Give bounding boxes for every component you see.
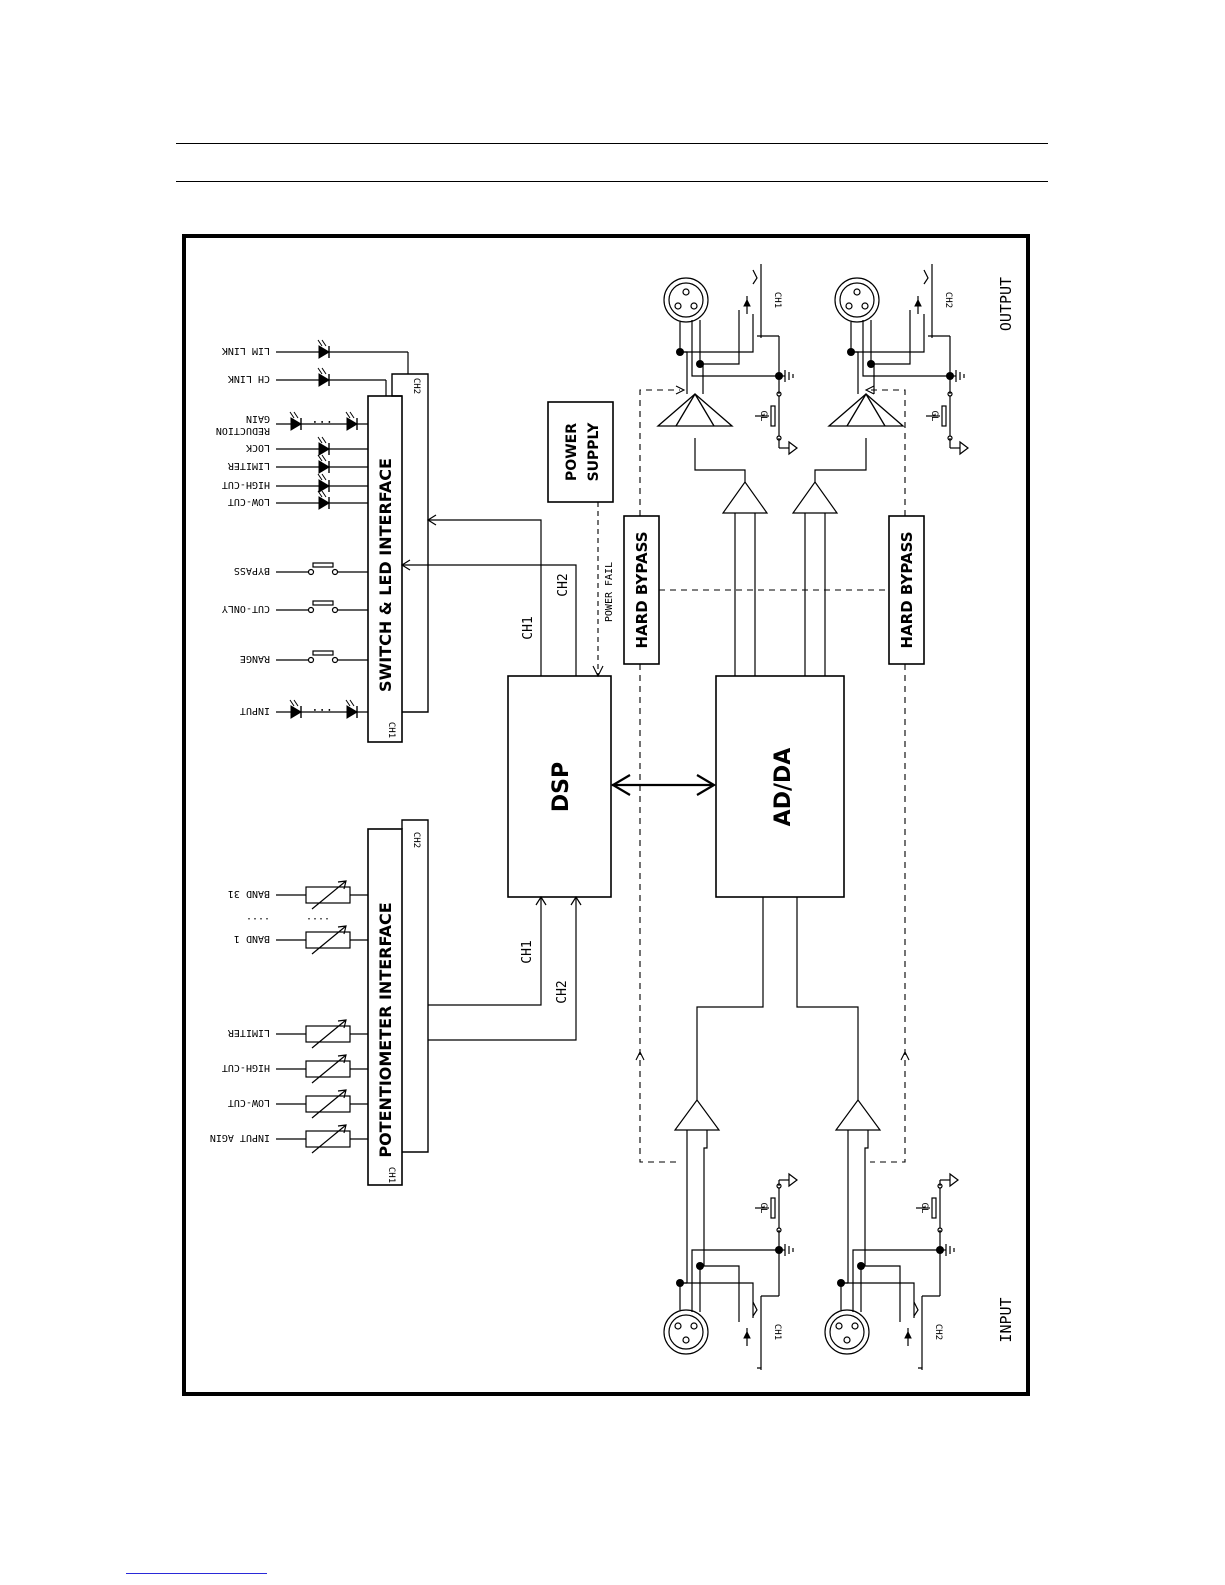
gl-label: GL xyxy=(758,1203,768,1214)
switch-ch2-label: CH2 xyxy=(411,378,421,394)
dsp-label: DSP xyxy=(549,762,574,812)
power-fail-line xyxy=(592,502,604,678)
gl-label: GL xyxy=(929,411,939,422)
potentiometer-label: BAND 31 xyxy=(228,888,270,899)
dsp-bottom-ch1-label: CH1 xyxy=(520,940,535,963)
potentiometer-band-1: BAND 1 xyxy=(234,925,368,955)
led-lock: LOCK xyxy=(246,436,368,456)
led-ellipsis: ... xyxy=(311,418,333,432)
led-label: HIGH-CUT xyxy=(222,479,270,490)
dsp-to-switch-lines xyxy=(400,514,577,676)
header-rule-bottom xyxy=(176,181,1048,182)
led-limiter: LIMITER xyxy=(227,454,368,474)
connector-ch-label: CH1 xyxy=(772,1324,782,1340)
potentiometer-label: INPUT AGIN xyxy=(210,1132,270,1143)
led-label: REDUCTION xyxy=(216,425,270,436)
power-fail-label: POWER FAIL xyxy=(604,562,615,622)
switch-label: RANGE xyxy=(240,653,270,664)
pot-ch2-label: CH2 xyxy=(411,832,421,848)
pot-ch1-label: CH1 xyxy=(386,1167,396,1183)
led-ellipsis: ... xyxy=(311,706,333,720)
dsp-top-ch2-label: CH2 xyxy=(556,573,571,596)
potentiometer-label: BAND 1 xyxy=(234,933,270,944)
connector-ch-label: CH2 xyxy=(933,1324,943,1340)
bypass-dashed-lines xyxy=(639,389,906,1163)
potentiometer-band-31: BAND 31 xyxy=(228,880,368,910)
adda-output-lines xyxy=(694,438,867,676)
potentiometer-limiter: LIMITER xyxy=(227,1019,368,1049)
potentiometer-label: LIMITER xyxy=(227,1027,270,1038)
hard-bypass-1: HARD BYPASS xyxy=(623,515,660,665)
adda-block: AD/DA xyxy=(715,675,845,898)
potentiometer-interface-label: POTENTIOMETER INTERFACE xyxy=(376,902,395,1157)
switch-bypass: BYPASS xyxy=(234,562,368,576)
led-label: INPUT xyxy=(240,705,270,716)
switch-led-interface: SWITCH & LED INTERFACE CH1 CH2 xyxy=(367,373,429,743)
switch-ch1-label: CH1 xyxy=(386,722,396,738)
hard-bypass-1-label: HARD BYPASS xyxy=(633,531,651,648)
led-label: LIMITER xyxy=(227,460,270,471)
output-transformer-ch1 xyxy=(656,393,734,427)
footer-link-underline xyxy=(126,1573,267,1574)
gl-label: GL xyxy=(758,411,768,422)
led-label: LOCK xyxy=(246,442,270,453)
input-connector-ch1: CH1 GL xyxy=(663,1172,798,1370)
potentiometer-label: LOW-CUT xyxy=(228,1097,270,1108)
adda-label: AD/DA xyxy=(771,748,796,827)
potentiometer-label: HIGH-CUT xyxy=(222,1062,270,1073)
adda-input-lines xyxy=(673,897,882,1283)
power-supply-label-1: POWER xyxy=(564,423,580,481)
led-label: GAIN xyxy=(246,413,270,424)
potentiometer-low-cut: LOW-CUT xyxy=(228,1089,368,1119)
led-label: LOW-CUT xyxy=(228,496,270,507)
bypass-arrowheads xyxy=(635,385,910,1061)
led-lim-link: LIM LINK xyxy=(222,339,409,374)
dsp-bottom-ch2-label: CH2 xyxy=(555,980,570,1003)
connector-ch-label: CH2 xyxy=(943,292,953,308)
diagram-frame xyxy=(182,234,1030,1396)
led-ch-link: CH LINK xyxy=(228,367,387,396)
potentiometer-interface: POTENTIOMETER INTERFACE CH1 CH2 xyxy=(367,819,429,1186)
switch-led-interface-label: SWITCH & LED INTERFACE xyxy=(376,458,395,692)
led-high-cut: HIGH-CUT xyxy=(222,473,368,493)
power-supply-label-2: SUPPLY xyxy=(586,422,602,482)
switch-label: CUT-ONLY xyxy=(222,603,270,614)
hard-bypass-2-label: HARD BYPASS xyxy=(898,531,916,648)
pot-to-dsp-lines xyxy=(428,895,582,1041)
band-ellipsis: .... xyxy=(246,915,270,926)
input-connector-ch2: CH2 GL xyxy=(824,1172,959,1370)
switch-label: BYPASS xyxy=(234,565,270,576)
dsp-top-ch1-label: CH1 xyxy=(521,616,536,639)
dsp-adda-link-arrow xyxy=(610,774,717,796)
led-low-cut: LOW-CUT xyxy=(228,490,368,510)
switch-cut-only: CUT-ONLY xyxy=(222,600,368,614)
band-ellipsis-knob: .... xyxy=(306,915,330,926)
gl-label: GL xyxy=(919,1203,929,1214)
led-input: ... INPUT xyxy=(240,699,368,720)
potentiometer-high-cut: HIGH-CUT xyxy=(222,1054,368,1084)
dsp-block: DSP xyxy=(507,675,612,898)
power-supply-block: POWER SUPPLY xyxy=(547,401,614,503)
header-rule-top xyxy=(176,143,1048,144)
led-label: LIM LINK xyxy=(222,345,270,356)
potentiometer-input-agin: INPUT AGIN xyxy=(210,1124,368,1154)
connector-ch-label: CH1 xyxy=(772,292,782,308)
input-label: INPUT xyxy=(997,1297,1015,1342)
output-transformer-ch2 xyxy=(827,393,905,427)
led-label: CH LINK xyxy=(228,373,270,384)
hard-bypass-2: HARD BYPASS xyxy=(888,515,925,665)
switch-range: RANGE xyxy=(240,650,368,664)
output-label: OUTPUT xyxy=(997,277,1015,331)
